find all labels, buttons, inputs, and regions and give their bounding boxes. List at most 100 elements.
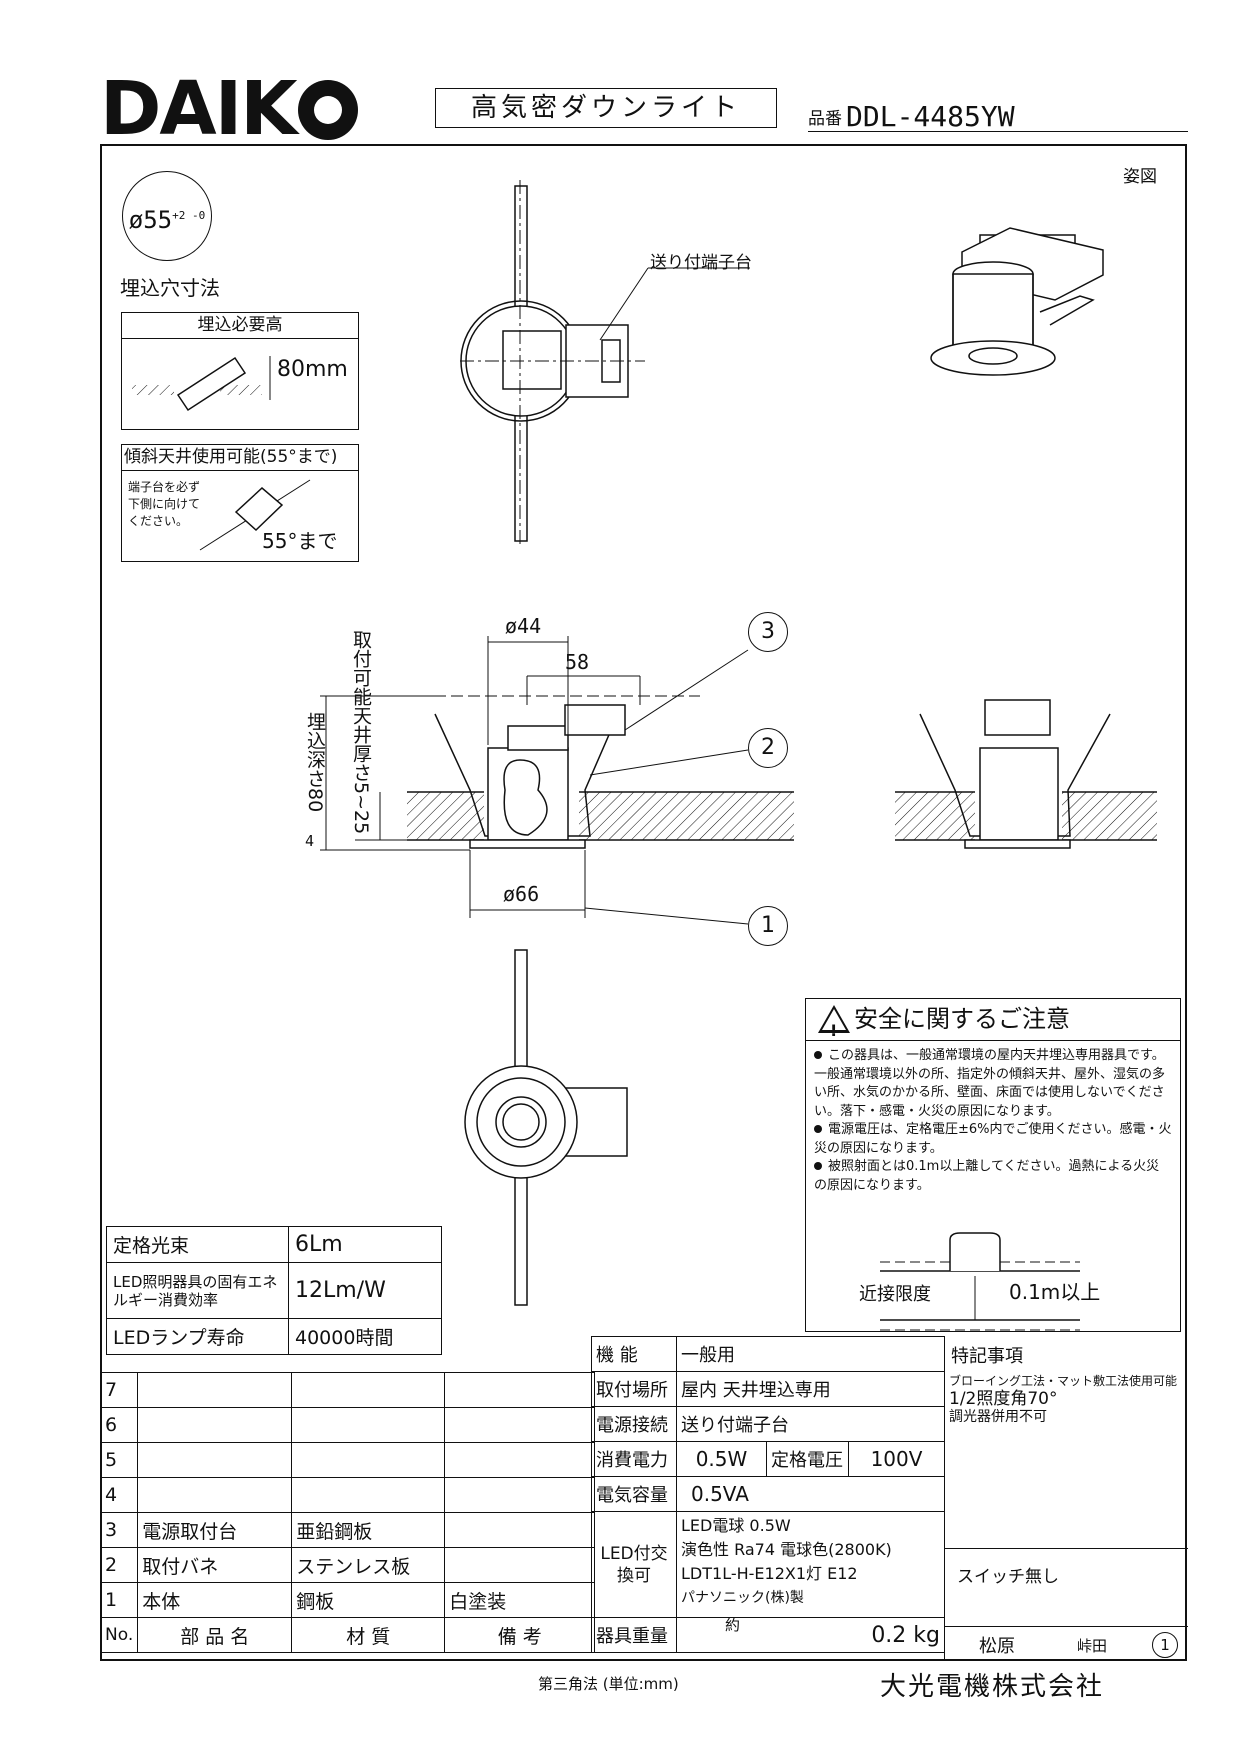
spec-value: 12Lm/W	[288, 1262, 442, 1319]
callout-3: 3	[748, 612, 788, 652]
connection-value: 送り付端子台	[676, 1406, 945, 1442]
header-name: 部 品 名	[137, 1617, 293, 1653]
part-material: 鋼板	[291, 1582, 446, 1618]
dim-phi66: ø66	[503, 882, 540, 906]
callout-2: 2	[748, 728, 788, 768]
notes-box: 特記事項 ブローイング工法・マット敷工法使用可能 1/2照度角70° 調光器併用…	[944, 1336, 1188, 1661]
part-name: 取付バネ	[137, 1547, 293, 1583]
capacity-label: 電気容量	[591, 1476, 677, 1512]
bore-diameter: ø55+2 -0	[122, 171, 212, 261]
part-note	[444, 1372, 596, 1408]
location-value: 屋内 天井埋込専用	[676, 1371, 945, 1407]
table-row: 4	[99, 1477, 596, 1513]
company-name: 大光電機株式会社	[880, 1672, 1105, 1702]
table-row: 3 電源取付台 亜鉛鋼板	[99, 1512, 596, 1548]
caution-item: 電源電圧は、定格電圧±6%内でご使用ください。感電・火災の原因になります。	[814, 1122, 1172, 1156]
caution-body: この器具は、一般通常環境の屋内天井埋込専用器具です。一般通常環境以外の所、指定外…	[806, 1041, 1180, 1201]
part-no: 3	[99, 1512, 139, 1548]
part-material	[291, 1477, 446, 1513]
caution-title: ! 安全に関するご注意	[806, 999, 1180, 1041]
embed-height-value: 80mm	[277, 357, 348, 382]
spec-value: 6Lm	[288, 1226, 442, 1263]
table-header-row: No. 部 品 名 材 質 備 考	[99, 1617, 596, 1653]
model-field: 品番 DDL-4485YW	[808, 96, 1188, 133]
part-no: 2	[99, 1547, 139, 1583]
slope-note: 端子台を必ず下側に向けてください。	[128, 480, 201, 528]
warning-icon	[818, 1005, 850, 1033]
power-value: 0.5W	[676, 1441, 767, 1477]
dim-4: 4	[305, 832, 315, 850]
slope-box: 傾斜天井使用可能(55°まで) 端子台を必ず下側に向けてください。 55°まで	[121, 444, 359, 562]
part-no: 6	[99, 1407, 139, 1443]
checked-by: 峠田	[1077, 1637, 1108, 1655]
projection-method: 第三角法 (単位:mm)	[538, 1675, 679, 1693]
caution-item: この器具は、一般通常環境の屋内天井埋込専用器具です。一般通常環境以外の所、指定外…	[814, 1048, 1166, 1119]
part-name	[137, 1477, 293, 1513]
part-no: 5	[99, 1442, 139, 1478]
part-note	[444, 1547, 596, 1583]
callout-1: 1	[748, 906, 788, 946]
part-no: 7	[99, 1372, 139, 1408]
weight-label: 器具重量	[591, 1617, 677, 1653]
spec-value: 40000時間	[288, 1318, 442, 1355]
part-note	[444, 1442, 596, 1478]
drawn-by: 松原	[979, 1636, 1015, 1657]
part-name	[137, 1407, 293, 1443]
model-number: DDL-4485YW	[846, 100, 1015, 133]
proximity-value: 0.1m以上	[1009, 1280, 1101, 1304]
spec-label: 定格光束	[106, 1226, 289, 1263]
sun-icon	[297, 80, 358, 140]
dim-phi44: ø44	[505, 614, 542, 638]
dim-ceiling: 取付可能天井厚さ5~25	[350, 630, 372, 835]
part-material	[291, 1372, 446, 1408]
drawing-frame	[100, 144, 1187, 1661]
notes-title: 特記事項	[951, 1346, 1023, 1367]
part-note: 白塗装	[444, 1582, 596, 1618]
part-note	[444, 1407, 596, 1443]
voltage-label: 定格電圧	[766, 1441, 849, 1477]
slope-value: 55°まで	[262, 529, 338, 553]
proximity-label: 近接限度	[859, 1284, 931, 1305]
dim-58: 58	[565, 650, 590, 674]
embed-height-title: 埋込必要高	[122, 313, 358, 339]
figure-label: 姿図	[1123, 167, 1157, 187]
part-name	[137, 1372, 293, 1408]
function-label: 機 能	[591, 1336, 677, 1372]
weight-value: 約 0.2 kg	[676, 1616, 945, 1653]
part-material: ステンレス板	[291, 1547, 446, 1583]
slope-title: 傾斜天井使用可能(55°まで)	[122, 445, 358, 471]
embed-height-box: 埋込必要高 80mm	[121, 312, 359, 430]
part-material	[291, 1407, 446, 1443]
header-note: 備 考	[444, 1617, 596, 1653]
table-row: 5	[99, 1442, 596, 1478]
table-row: 1 本体 鋼板 白塗装	[99, 1582, 596, 1618]
led-details: LED電球 0.5W 演色性 Ra74 電球色(2800K) LDT1L-H-E…	[676, 1511, 945, 1618]
part-note	[444, 1512, 596, 1548]
connection-label: 電源接続	[591, 1406, 677, 1442]
part-material	[291, 1442, 446, 1478]
table-row: 6	[99, 1407, 596, 1443]
part-no: 1	[99, 1582, 139, 1618]
caution-box: ! 安全に関するご注意 この器具は、一般通常環境の屋内天井埋込専用器具です。一般…	[805, 998, 1181, 1332]
header: DAIK 高気密ダウンライト 品番 DDL-4485YW	[0, 0, 1241, 150]
part-note	[444, 1477, 596, 1513]
part-name: 本体	[137, 1582, 293, 1618]
part-name: 電源取付台	[137, 1512, 293, 1548]
product-title: 高気密ダウンライト	[435, 88, 777, 128]
part-no: 4	[99, 1477, 139, 1513]
table-row: 2 取付バネ ステンレス板	[99, 1547, 596, 1583]
notes-body: ブローイング工法・マット敷工法使用可能 1/2照度角70° 調光器併用不可	[949, 1374, 1178, 1425]
part-name	[137, 1442, 293, 1478]
brand-logo: DAIK	[100, 72, 358, 146]
table-row: 7	[99, 1372, 596, 1408]
info-table: 機 能 一般用 取付場所 屋内 天井埋込専用 電源接続 送り付端子台 消費電力 …	[591, 1336, 945, 1653]
bore-label: 埋込穴寸法	[120, 276, 220, 300]
model-label: 品番	[808, 109, 842, 129]
revision-badge: 1	[1152, 1632, 1178, 1658]
spec-table: 定格光束 6Lm LED照明器具の固有エネルギー消費効率 12Lm/W LEDラ…	[106, 1226, 442, 1355]
voltage-value: 100V	[848, 1441, 945, 1477]
capacity-value: 0.5VA	[676, 1476, 945, 1512]
part-material: 亜鉛鋼板	[291, 1512, 446, 1548]
led-label: LED付交換可	[591, 1511, 677, 1618]
